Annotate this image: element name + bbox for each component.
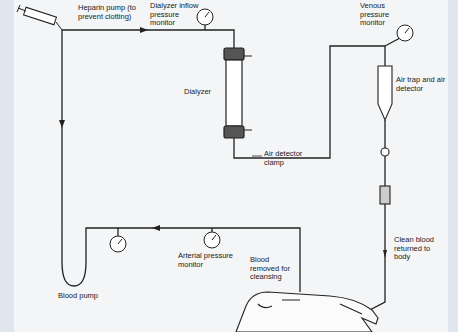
part-label: Heparin pump (to prevent clotting)	[78, 4, 140, 21]
part-label: Arterial pressure monitor	[178, 252, 248, 269]
part-label: Clean blood returned to body	[394, 236, 446, 262]
flow-arrow	[59, 27, 387, 258]
part-label: Air detector clamp	[264, 150, 322, 167]
part-label: Air trap and air detector	[396, 76, 448, 93]
leader-line	[252, 156, 262, 157]
patient-arm	[236, 292, 378, 332]
dialyzer-cylinder	[224, 48, 252, 138]
part-label: Dialyzer	[184, 88, 222, 97]
image-ground	[14, 0, 448, 332]
pressure-gauge	[110, 9, 413, 252]
part-label: Venous pressure monitor	[360, 2, 400, 28]
heparin-syringe	[17, 5, 62, 30]
tubing	[62, 24, 400, 314]
part-label: Blood pump	[58, 292, 108, 301]
part-label: Blood removed for cleansing	[250, 256, 298, 282]
part-label: Dialyzer inflow pressure monitor	[150, 2, 200, 28]
air-trap	[378, 66, 392, 204]
